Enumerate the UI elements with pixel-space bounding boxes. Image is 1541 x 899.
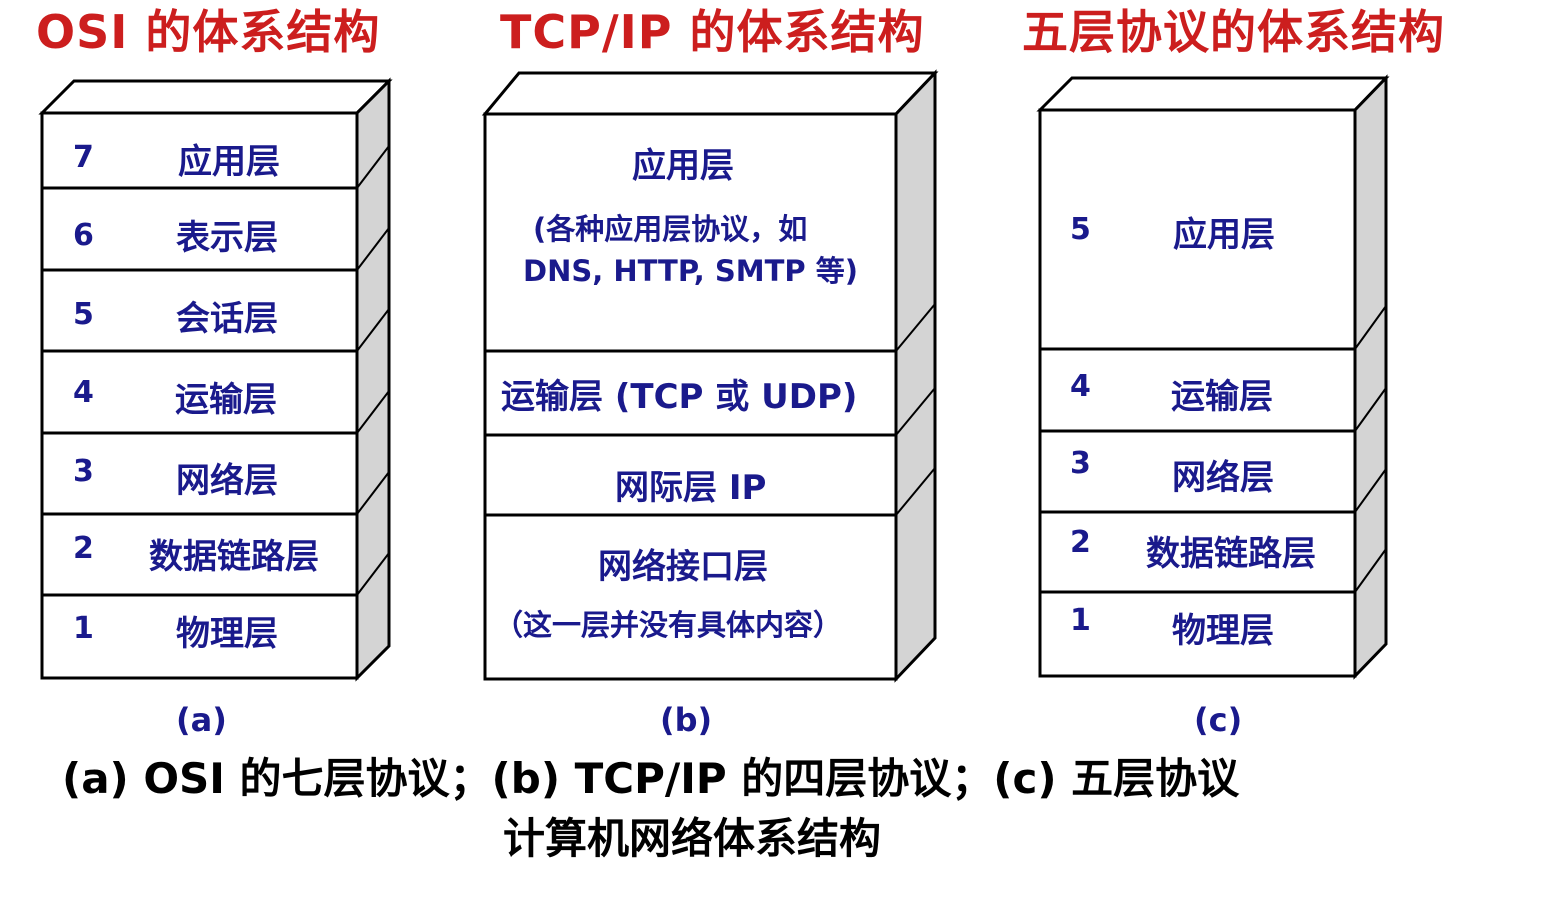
tcpip-stack-label: (b) (660, 701, 713, 739)
osi-layer-6-name: 表示层 (176, 218, 278, 258)
five-layer-1-number: 1 (1070, 603, 1091, 638)
osi-title: OSI 的体系结构 (36, 5, 381, 59)
tcpip-network-interface-layer-name: 网络接口层 (598, 547, 768, 587)
five-layer-2-number: 2 (1070, 525, 1091, 560)
five-layer-4-number: 4 (1070, 369, 1091, 404)
osi-layer-5-name: 会话层 (176, 299, 278, 339)
tcpip-application-layer-sub2: DNS, HTTP, SMTP 等) (523, 254, 859, 288)
tcpip-application-layer-name: 应用层 (632, 146, 734, 186)
osi-layer-3-name: 网络层 (176, 461, 278, 501)
osi-layer-7-name: 应用层 (178, 142, 280, 182)
caption-line-1: (a) OSI 的七层协议；(b) TCP/IP 的四层协议；(c) 五层协议 (62, 754, 1240, 803)
five-layer-stack-label: (c) (1194, 701, 1243, 739)
five-layer-4-name: 运输层 (1171, 377, 1273, 417)
five-layer-title: 五层协议的体系结构 (1022, 5, 1445, 59)
osi-stack-label: (a) (176, 701, 227, 739)
osi-layer-1-name: 物理层 (176, 614, 278, 654)
tcpip-internet-layer-name: 网际层 IP (615, 468, 767, 508)
tcpip-title: TCP/IP 的体系结构 (500, 5, 925, 59)
tcpip-application-layer-sub1: (各种应用层协议，如 (533, 212, 808, 246)
osi-layer-4-name: 运输层 (175, 380, 277, 420)
osi-stack-box (38, 77, 393, 682)
osi-layer-5-number: 5 (73, 297, 94, 332)
tcpip-transport-layer-name: 运输层 (TCP 或 UDP) (501, 377, 858, 417)
five-layer-5-name: 应用层 (1173, 215, 1275, 255)
osi-layer-6-number: 6 (73, 218, 94, 253)
five-layer-2-name: 数据链路层 (1146, 534, 1316, 574)
osi-layer-7-number: 7 (73, 140, 94, 175)
osi-layer-1-number: 1 (73, 611, 94, 646)
caption-line-2: 计算机网络体系结构 (503, 814, 882, 863)
osi-layer-3-number: 3 (73, 454, 94, 489)
five-layer-1-name: 物理层 (1172, 611, 1274, 651)
tcpip-stack-box (481, 69, 939, 683)
osi-layer-2-number: 2 (73, 531, 94, 566)
osi-layer-2-name: 数据链路层 (149, 537, 319, 577)
five-layer-stack-box (1036, 74, 1390, 680)
tcpip-network-interface-layer-sub: （这一层并没有具体内容） (494, 608, 843, 642)
osi-layer-4-number: 4 (73, 375, 94, 410)
five-layer-3-name: 网络层 (1172, 458, 1274, 498)
five-layer-5-number: 5 (1070, 212, 1091, 247)
five-layer-3-number: 3 (1070, 446, 1091, 481)
